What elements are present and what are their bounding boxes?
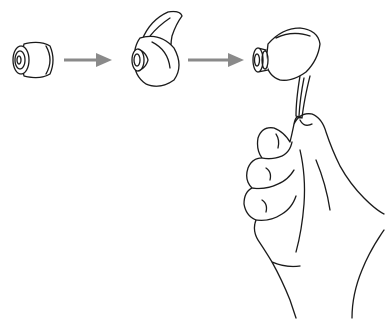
palm-line — [296, 150, 305, 252]
palm-line-2 — [316, 160, 330, 210]
hand-thumb-nail — [300, 120, 312, 125]
arrow-right-icon — [188, 53, 244, 67]
earbud-head — [266, 28, 320, 80]
hand-outline — [244, 117, 300, 318]
hand-lower-edge — [272, 262, 300, 267]
arrow-right-icon — [64, 53, 112, 67]
finger-crease-1 — [276, 134, 279, 148]
finger-1 — [262, 142, 292, 159]
ear-tip-icon — [13, 42, 53, 77]
finger-crease-2 — [266, 168, 271, 180]
ear-wing-icon — [132, 12, 182, 87]
hand-thumb — [294, 114, 384, 214]
earbud-hand-icon — [244, 28, 384, 318]
finger-crease-3 — [262, 200, 267, 212]
hand-wrist — [352, 230, 384, 318]
finger-2 — [252, 170, 294, 189]
